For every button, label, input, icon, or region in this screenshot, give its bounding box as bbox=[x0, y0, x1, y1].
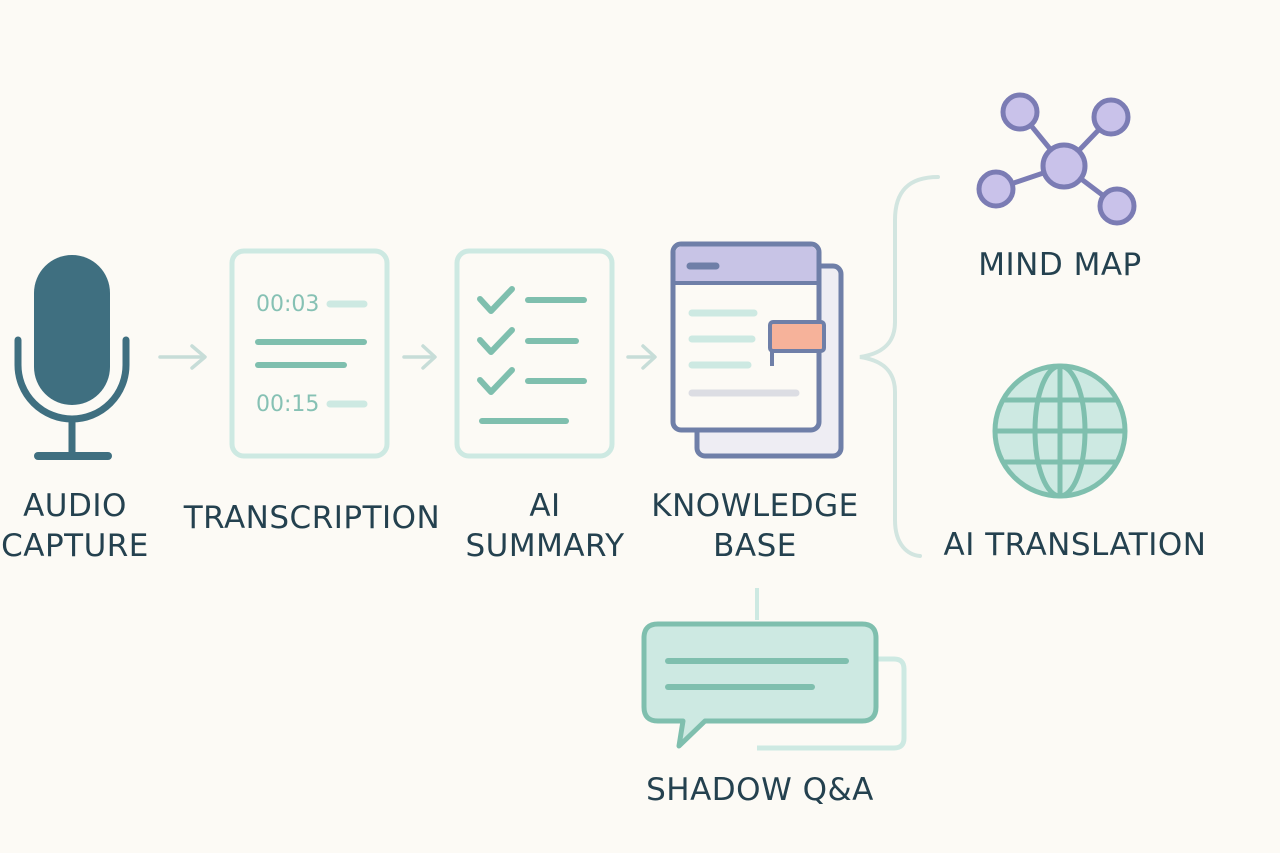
arrow-icon bbox=[626, 344, 657, 370]
transcription-label: TRANSCRIPTION bbox=[183, 500, 441, 536]
timestamp-start: 00:03 bbox=[256, 292, 320, 317]
ai-summary-label-line2: SUMMARY bbox=[465, 528, 625, 564]
transcript-document-icon bbox=[229, 248, 390, 459]
knowledge-base-label: KNOWLEDGE BASE bbox=[640, 486, 870, 566]
arrow-icon bbox=[158, 344, 207, 370]
curly-brace bbox=[859, 175, 940, 558]
audio-capture-label-line2: CAPTURE bbox=[1, 528, 149, 564]
checklist-document-icon bbox=[454, 248, 615, 459]
microphone-icon bbox=[14, 255, 130, 460]
ai-summary-label-line1: AI bbox=[529, 488, 561, 524]
chat-bubble-icon bbox=[641, 621, 907, 751]
ai-translation-label: AI TRANSLATION bbox=[943, 527, 1207, 563]
knowledge-base-label-line2: BASE bbox=[713, 528, 797, 564]
globe-icon bbox=[992, 363, 1128, 499]
knowledge-base-label-line1: KNOWLEDGE bbox=[651, 488, 859, 524]
audio-capture-label: AUDIO CAPTURE bbox=[0, 486, 150, 566]
timestamp-later: 00:15 bbox=[256, 392, 320, 417]
shadow-qa-label: SHADOW Q&A bbox=[646, 772, 874, 808]
ai-summary-label: AI SUMMARY bbox=[460, 486, 630, 566]
audio-capture-label-line1: AUDIO bbox=[23, 488, 127, 524]
arrow-icon bbox=[402, 344, 437, 370]
mind-map-icon bbox=[976, 92, 1137, 226]
mind-map-label: MIND MAP bbox=[978, 247, 1142, 283]
knowledge-base-window-icon bbox=[670, 241, 844, 459]
